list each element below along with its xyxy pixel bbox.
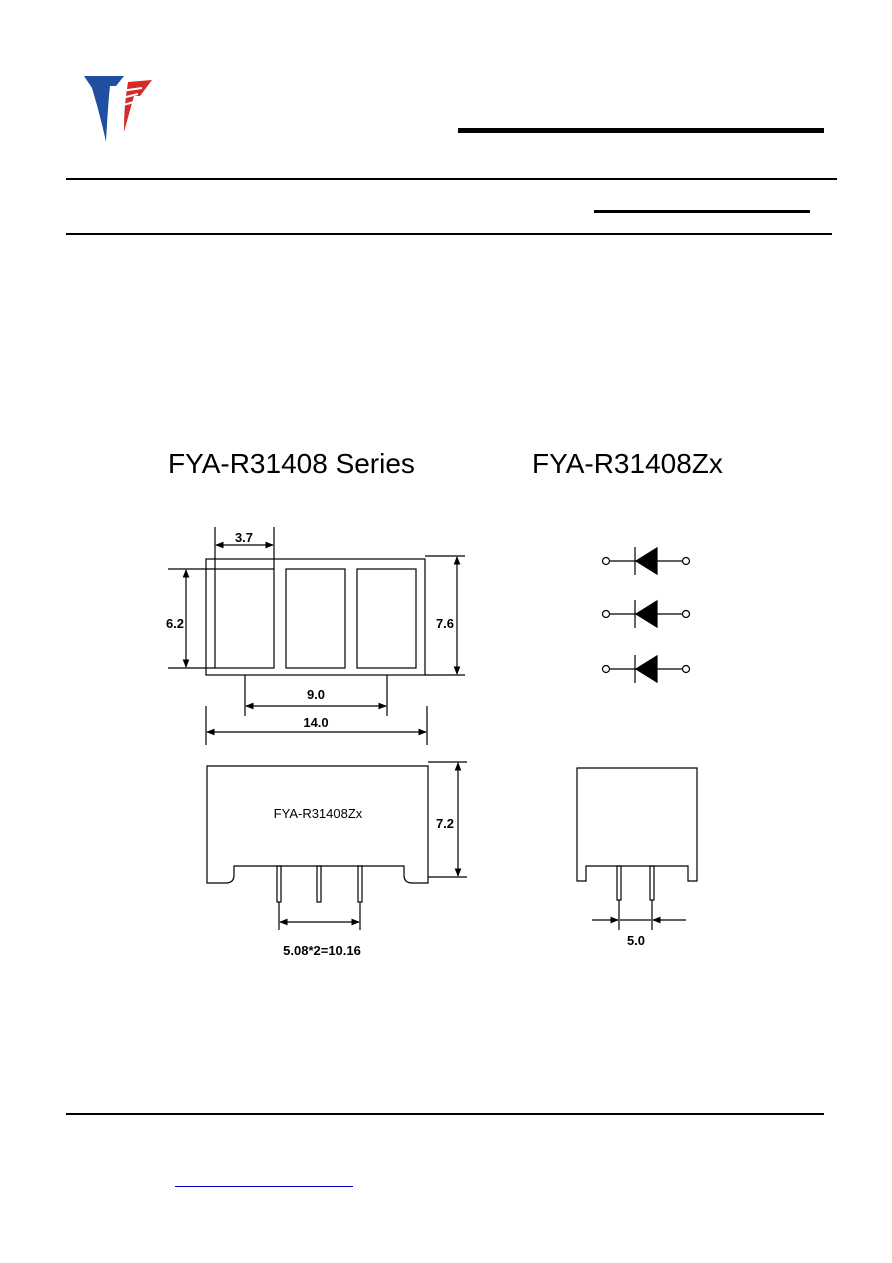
end-pin-2 [649, 865, 655, 901]
dim-digit-width: 3.7 [235, 530, 253, 545]
company-logo [84, 76, 152, 142]
footer-rule [66, 1113, 824, 1115]
part-title: FYA-R31408Zx [532, 448, 723, 479]
front-body [205, 558, 426, 676]
side-pin-3 [357, 865, 363, 903]
diode-symbol-2 [601, 599, 691, 629]
side-pin-1 [276, 865, 282, 903]
logo-blue-mark [84, 76, 124, 142]
header-bottom-rule [66, 233, 832, 235]
diode-symbol-1 [601, 546, 691, 576]
dim-body-height: 7.6 [436, 616, 454, 631]
diode-symbol-3 [601, 654, 691, 684]
digit-3 [356, 568, 417, 669]
digit-2 [285, 568, 346, 669]
header-top-rule [66, 178, 837, 180]
header-short-rule [594, 210, 810, 213]
dim-end-pin-pitch: 5.0 [627, 933, 645, 948]
series-title: FYA-R31408 Series [168, 448, 415, 479]
digit-1 [214, 568, 275, 669]
footer-link-underline[interactable] [175, 1186, 353, 1187]
header-thick-rule [458, 128, 824, 133]
end-pin-1 [616, 865, 622, 901]
dim-side-height: 7.2 [436, 816, 454, 831]
dim-digit-height: 6.2 [166, 616, 184, 631]
dim-pin-span: 9.0 [307, 687, 325, 702]
side-pin-2 [316, 865, 322, 903]
side-body [206, 765, 429, 884]
end-body [576, 767, 698, 882]
side-part-label: FYA-R31408Zx [274, 806, 363, 821]
dim-body-width: 14.0 [303, 715, 328, 730]
logo-red-mark [124, 80, 152, 132]
dim-pin-pitch: 5.08*2=10.16 [283, 943, 361, 958]
